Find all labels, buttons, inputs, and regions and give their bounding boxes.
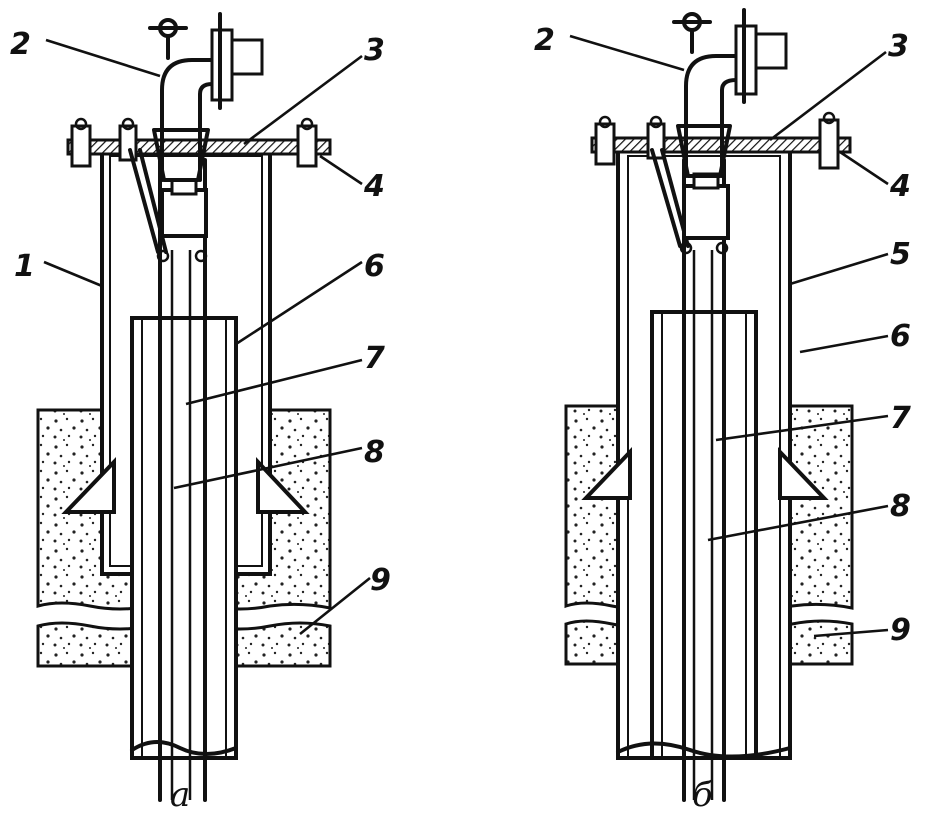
label-6-a: 6: [364, 249, 385, 284]
anchor-left: [61, 457, 116, 514]
label-3-a: 3: [364, 33, 385, 68]
label-6-b: 6: [890, 319, 911, 354]
guide-tube: [130, 316, 238, 760]
label-7-a: 7: [364, 341, 385, 376]
anchor-right-b: [778, 447, 829, 500]
label-4-b: 4: [889, 169, 911, 204]
panel-a: 2 3 4 1 6 7 8 9 а: [10, 12, 391, 814]
label-9-a: 9: [370, 563, 391, 598]
label-1-a: 1: [14, 249, 35, 284]
coupling-block-b: [682, 184, 730, 240]
label-8-b: 8: [890, 489, 911, 524]
coupling-block: [160, 188, 208, 238]
label-7-b: 7: [890, 401, 911, 436]
inlet-pipe-b: [684, 54, 738, 178]
anchor-right: [256, 456, 310, 514]
label-9-b: 9: [890, 613, 911, 648]
caption-b: б: [692, 775, 713, 814]
anchor-left-b: [581, 447, 632, 500]
label-8-a: 8: [364, 435, 385, 470]
label-5-b: 5: [890, 237, 911, 272]
panel-b: 2 3 4 5 6 7 8 9 б: [534, 8, 911, 814]
inlet-pipe: [160, 58, 214, 182]
label-2-a: 2: [10, 27, 31, 62]
label-3-b: 3: [888, 29, 909, 64]
caption-a: а: [170, 775, 190, 814]
label-2-b: 2: [534, 23, 555, 58]
label-4-a: 4: [363, 169, 385, 204]
